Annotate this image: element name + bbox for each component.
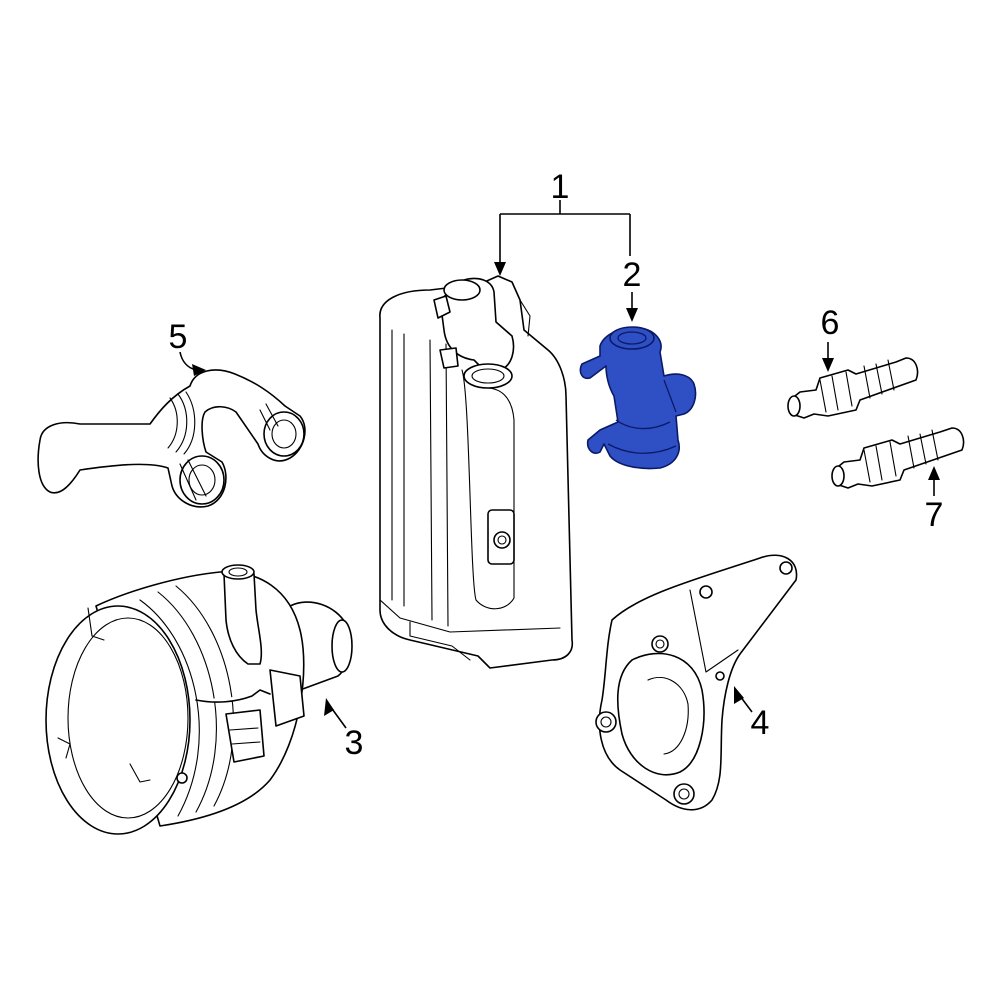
callout-1: 1	[551, 168, 570, 206]
part-6-sensor[interactable]	[787, 357, 919, 419]
part-1-canister[interactable]	[379, 275, 574, 669]
callout-6: 6	[821, 304, 840, 342]
callout-4: 4	[751, 704, 770, 742]
callout-5: 5	[169, 318, 188, 356]
part-4-bracket[interactable]	[595, 554, 798, 811]
callout-3: 3	[345, 724, 364, 762]
callout-7: 7	[925, 496, 944, 534]
callout-leaders	[179, 200, 940, 729]
part-3-pump[interactable]	[45, 564, 353, 835]
part-7-sensor[interactable]	[831, 427, 965, 489]
part-2-valve[interactable]	[579, 326, 697, 470]
part-5-hose[interactable]	[37, 369, 306, 508]
callout-2: 2	[623, 256, 642, 294]
